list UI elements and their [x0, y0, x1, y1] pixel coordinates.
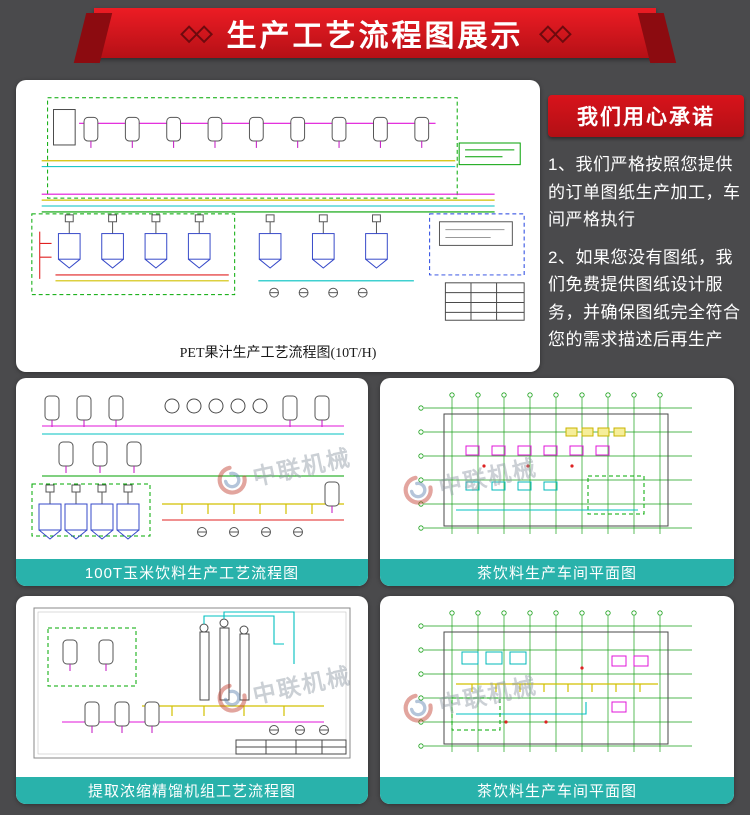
tea-plant-plan-diagram-1	[418, 392, 692, 534]
main-diagram-caption: PET果汁生产工艺流程图(10T/H)	[179, 346, 377, 361]
caption-distillation-unit-flow: 提取浓缩精馏机组工艺流程图	[16, 777, 368, 804]
promise-item-2: 2、如果您没有图纸，我们免费提供图纸设计服务，并确保图纸完全符合您的需求描述后再…	[548, 247, 741, 350]
promise-section: 我们用心承诺 1、我们严格按照您提供的订单图纸生产加工，车间严格执行 2、如果您…	[548, 95, 744, 364]
banner-ornament-right: ◇◇	[539, 20, 572, 45]
corn-beverage-flow-diagram	[31, 395, 344, 540]
promise-badge: 我们用心承诺	[548, 95, 744, 137]
distillation-unit-flow-diagram	[33, 607, 351, 759]
card-tea-plant-plan-2: 中联机械 茶饮料生产车间平面图	[380, 596, 734, 804]
caption-corn-beverage-flow: 100T玉米饮料生产工艺流程图	[16, 559, 368, 586]
header-banner: ◇◇ 生产工艺流程图展示 ◇◇	[94, 8, 656, 58]
promise-item-1: 1、我们严格按照您提供的订单图纸生产加工，车间严格执行	[548, 155, 741, 230]
page-title: 生产工艺流程图展示	[226, 20, 524, 53]
card-corn-beverage-flow: 中联机械 100T玉米饮料生产工艺流程图	[16, 378, 368, 586]
pet-juice-flow-diagram	[31, 97, 525, 321]
promise-text: 1、我们严格按照您提供的订单图纸生产加工，车间严格执行 2、如果您没有图纸，我们…	[548, 151, 744, 354]
card-pet-juice-flow: PET果汁生产工艺流程图(10T/H)	[16, 80, 540, 372]
banner-ornament-left: ◇◇	[180, 20, 213, 45]
card-tea-plant-plan-1: 中联机械 茶饮料生产车间平面图	[380, 378, 734, 586]
tea-plant-plan-diagram-2	[418, 610, 692, 752]
caption-tea-plant-plan-2: 茶饮料生产车间平面图	[380, 777, 734, 804]
card-distillation-unit-flow: 中联机械 提取浓缩精馏机组工艺流程图	[16, 596, 368, 804]
caption-tea-plant-plan-1: 茶饮料生产车间平面图	[380, 559, 734, 586]
